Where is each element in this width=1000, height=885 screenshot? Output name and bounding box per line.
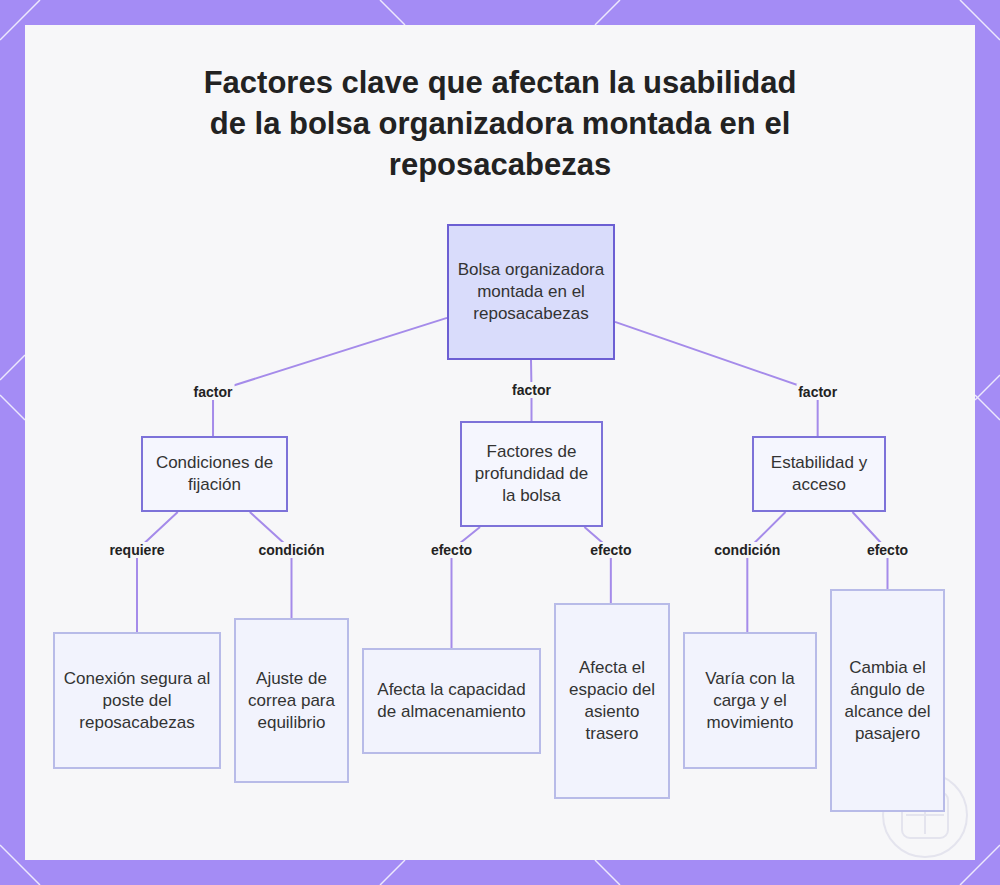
- box-text-group: Cambia el ángulo de alcance del pasajero: [838, 657, 937, 745]
- edge-label: requiere: [107, 542, 166, 558]
- box-text: Varía con la carga y el movimiento: [691, 668, 809, 734]
- edge-label: condición: [712, 542, 782, 558]
- box-text: Bolsa organizadora montada en el reposac…: [455, 259, 607, 325]
- detail-box: Ajuste de correa para equilibrio: [234, 618, 349, 783]
- box-text-group: Conexión segura al poste del reposacabez…: [61, 668, 213, 734]
- edge-label: factor: [192, 384, 235, 400]
- detail-box: Conexión segura al poste del reposacabez…: [53, 632, 221, 769]
- box-text: Factores de profundidad de la bolsa: [468, 441, 595, 507]
- box-text: Conexión segura al poste del reposacabez…: [61, 668, 213, 734]
- box-text-group: Estabilidad y acceso: [760, 452, 878, 496]
- edge-label: factor: [796, 384, 839, 400]
- detail-box: Cambia el ángulo de alcance del pasajero: [830, 589, 945, 812]
- factor-box: Condiciones de fijación: [141, 436, 288, 512]
- diagram-title: Factores clave que afectan la usabilidad…: [200, 62, 800, 185]
- box-text-group: Afecta el espacio del asiento trasero: [562, 657, 662, 745]
- root-box: Bolsa organizadora montada en el reposac…: [447, 224, 615, 360]
- box-text: Ajuste de correa para equilibrio: [242, 668, 341, 734]
- edge-label: condición: [256, 542, 326, 558]
- box-text-group: Afecta la capacidad de almacenamiento: [370, 679, 533, 723]
- box-text: Condiciones de fijación: [149, 452, 280, 496]
- detail-box: Varía con la carga y el movimiento: [683, 632, 817, 769]
- edge-label: efecto: [429, 542, 474, 558]
- factor-box: Estabilidad y acceso: [752, 436, 886, 512]
- box-text: Afecta la capacidad de almacenamiento: [370, 679, 533, 723]
- connector-line: [747, 512, 785, 632]
- connector-line: [250, 512, 292, 618]
- box-text-group: Factores de profundidad de la bolsa: [468, 441, 595, 507]
- box-text-group: Varía con la carga y el movimiento: [691, 668, 809, 734]
- edge-label: factor: [510, 382, 553, 398]
- factor-box: Factores de profundidad de la bolsa: [460, 421, 603, 527]
- box-text-group: Bolsa organizadora montada en el reposac…: [455, 259, 607, 325]
- box-text: Estabilidad y acceso: [760, 452, 878, 496]
- box-text-group: Condiciones de fijación: [149, 452, 280, 496]
- detail-box: Afecta el espacio del asiento trasero: [554, 603, 670, 799]
- box-text: Afecta el espacio del asiento trasero: [562, 657, 662, 745]
- box-text: Cambia el ángulo de alcance del pasajero: [838, 657, 937, 745]
- connector-line: [584, 527, 610, 603]
- connector-line: [615, 322, 818, 436]
- edge-label: efecto: [865, 542, 910, 558]
- detail-box: Afecta la capacidad de almacenamiento: [362, 648, 541, 754]
- connector-line: [213, 318, 447, 436]
- box-text-group: Ajuste de correa para equilibrio: [242, 668, 341, 734]
- connector-line: [137, 512, 178, 632]
- edge-label: efecto: [588, 542, 633, 558]
